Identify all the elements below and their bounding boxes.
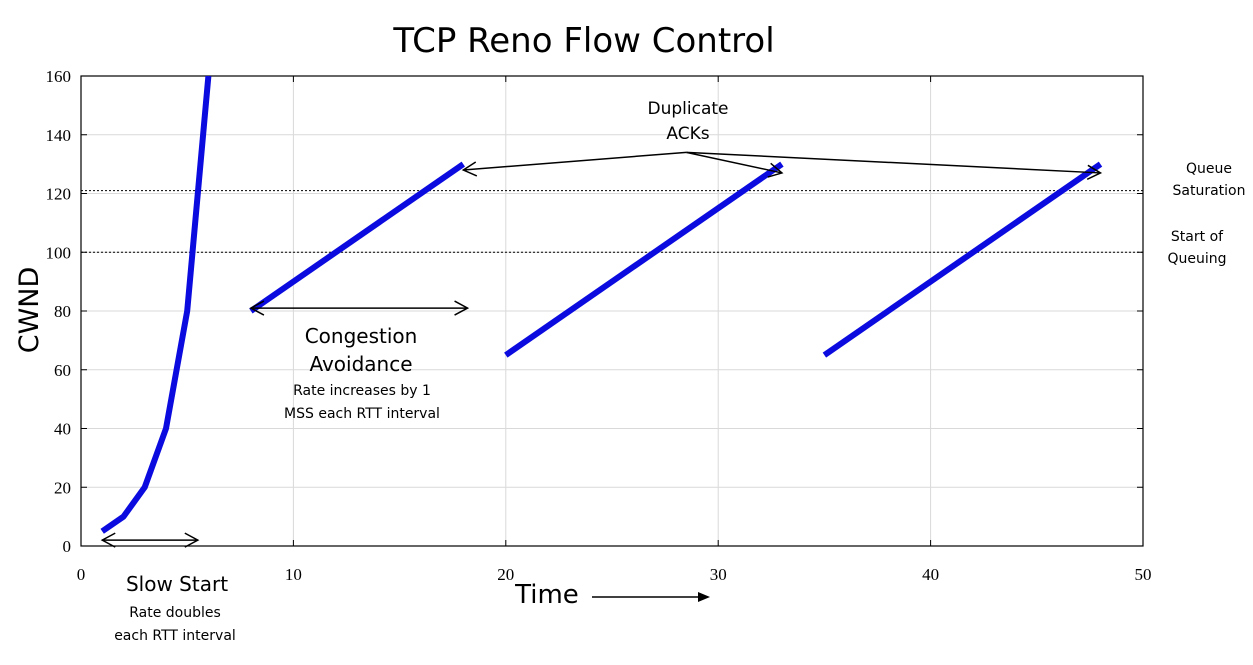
- y-tick-label: 40: [54, 420, 71, 439]
- slow-start-title: Slow Start: [126, 572, 228, 596]
- y-tick-label: 80: [54, 302, 71, 321]
- y-axis-label: CWND: [14, 267, 45, 354]
- x-tick-label: 0: [77, 565, 86, 584]
- duplicate-acks-arrow: [463, 151, 687, 171]
- series-line: [822, 161, 1103, 358]
- x-tick-label: 40: [922, 565, 939, 584]
- y-tick-label: 160: [46, 67, 72, 86]
- x-axis-arrow: [592, 592, 710, 602]
- chart-title: TCP Reno Flow Control: [392, 21, 774, 61]
- congestion-avoidance-note: MSS each RTT interval: [284, 406, 440, 422]
- reference-line-label: Queue: [1186, 161, 1232, 177]
- duplicate-acks-arrowhead: [461, 161, 478, 177]
- x-axis-label: Time: [514, 580, 579, 610]
- axis-ticks: 0 10 20 30 40 50 0 20 40 60 80 100 120 140 160: [46, 67, 1152, 584]
- y-tick-label: 120: [46, 185, 72, 204]
- duplicate-acks-arrow: [686, 151, 783, 174]
- series-layer: [100, 76, 1103, 534]
- series-line: [249, 161, 466, 314]
- x-tick-label: 20: [497, 565, 514, 584]
- duplicate-acks-arrowhead: [767, 162, 784, 178]
- duplicate-acks-arrowhead: [1086, 164, 1103, 180]
- y-tick-label: 0: [63, 537, 72, 556]
- series-line: [504, 161, 784, 358]
- slow-start-note: Rate doubles: [129, 605, 221, 621]
- congestion-avoidance-title: Avoidance: [309, 352, 412, 376]
- reference-line-label: Start of: [1171, 229, 1224, 245]
- y-tick-label: 140: [46, 126, 72, 145]
- slow-start-arrow-head-right: [184, 532, 200, 548]
- y-tick-label: 100: [46, 243, 72, 262]
- y-tick-label: 20: [54, 478, 71, 497]
- reference-line-label: Queuing: [1167, 251, 1226, 267]
- x-tick-label: 50: [1135, 565, 1152, 584]
- grid: [81, 76, 1143, 546]
- x-tick-label: 10: [285, 565, 302, 584]
- slow-start-note: each RTT interval: [114, 628, 236, 644]
- congestion-avoidance-arrow-head-left: [249, 300, 265, 316]
- reference-line-label: Saturation: [1173, 183, 1246, 199]
- slow-start-arrow-head-left: [100, 532, 116, 548]
- congestion-avoidance-arrow-head-right: [454, 300, 470, 316]
- congestion-avoidance-note: Rate increases by 1: [293, 383, 431, 399]
- duplicate-acks-arrow: [686, 151, 1101, 174]
- duplicate-acks-label: Duplicate: [648, 99, 729, 119]
- y-tick-label: 60: [54, 361, 71, 380]
- x-tick-label: 30: [710, 565, 727, 584]
- congestion-avoidance-title: Congestion: [305, 324, 418, 348]
- series-line: [100, 76, 212, 534]
- duplicate-acks-label: ACKs: [666, 124, 709, 144]
